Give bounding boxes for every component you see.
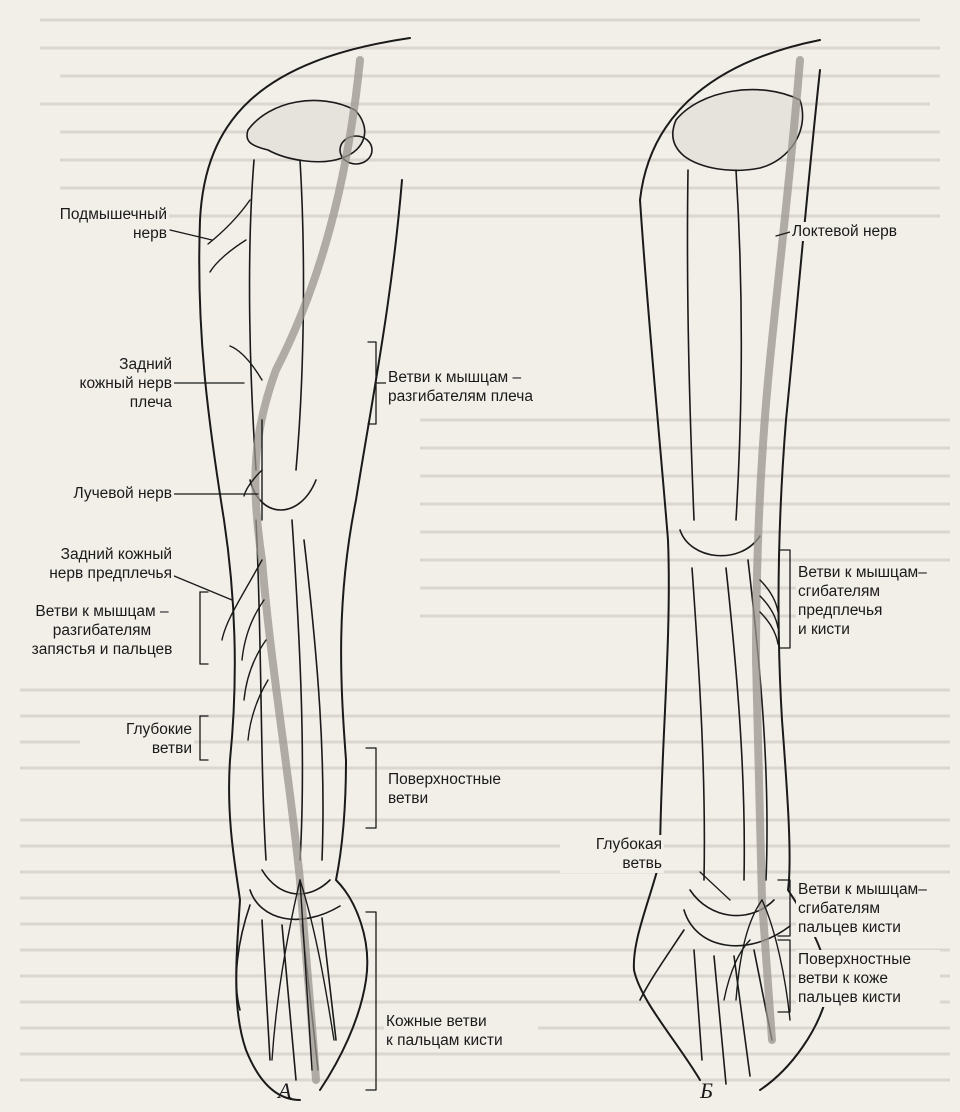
label-posterior-cutaneous-arm: Задний кожный нерв плеча [60,355,174,412]
label-flexor-forearm-hand: Ветви к мышцам– сгибателям предплечья и … [796,563,950,639]
panel-letter-b: Б [700,1078,713,1104]
label-extensor-arm: Ветви к мышцам – разгибателям плеча [386,368,560,406]
label-radial-nerve: Лучевой нерв [50,484,174,503]
label-ulnar-nerve: Локтевой нерв [790,222,919,241]
panel-letter-a: А [278,1078,291,1104]
label-cutaneous-fingers: Кожные ветви к пальцам кисти [384,1012,538,1050]
label-deep-branches: Глубокие ветви [80,720,194,758]
label-flexor-fingers: Ветви к мышцам– сгибателям пальцев кисти [796,880,950,937]
right-ulnar-nerve [756,60,800,1040]
label-posterior-cutaneous-forearm: Задний кожный нерв предплечья [10,545,174,583]
label-superficial-branches: Поверхностные ветви [386,770,520,808]
label-skin-fingers: Поверхностные ветви к коже пальцев кисти [796,950,940,1007]
label-deep-branch: Глубокая ветвь [560,835,664,873]
label-axillary-nerve: Подмышечный нерв [30,205,169,243]
label-extensor-wrist-fingers: Ветви к мышцам – разгибателям запястья и… [10,602,194,659]
